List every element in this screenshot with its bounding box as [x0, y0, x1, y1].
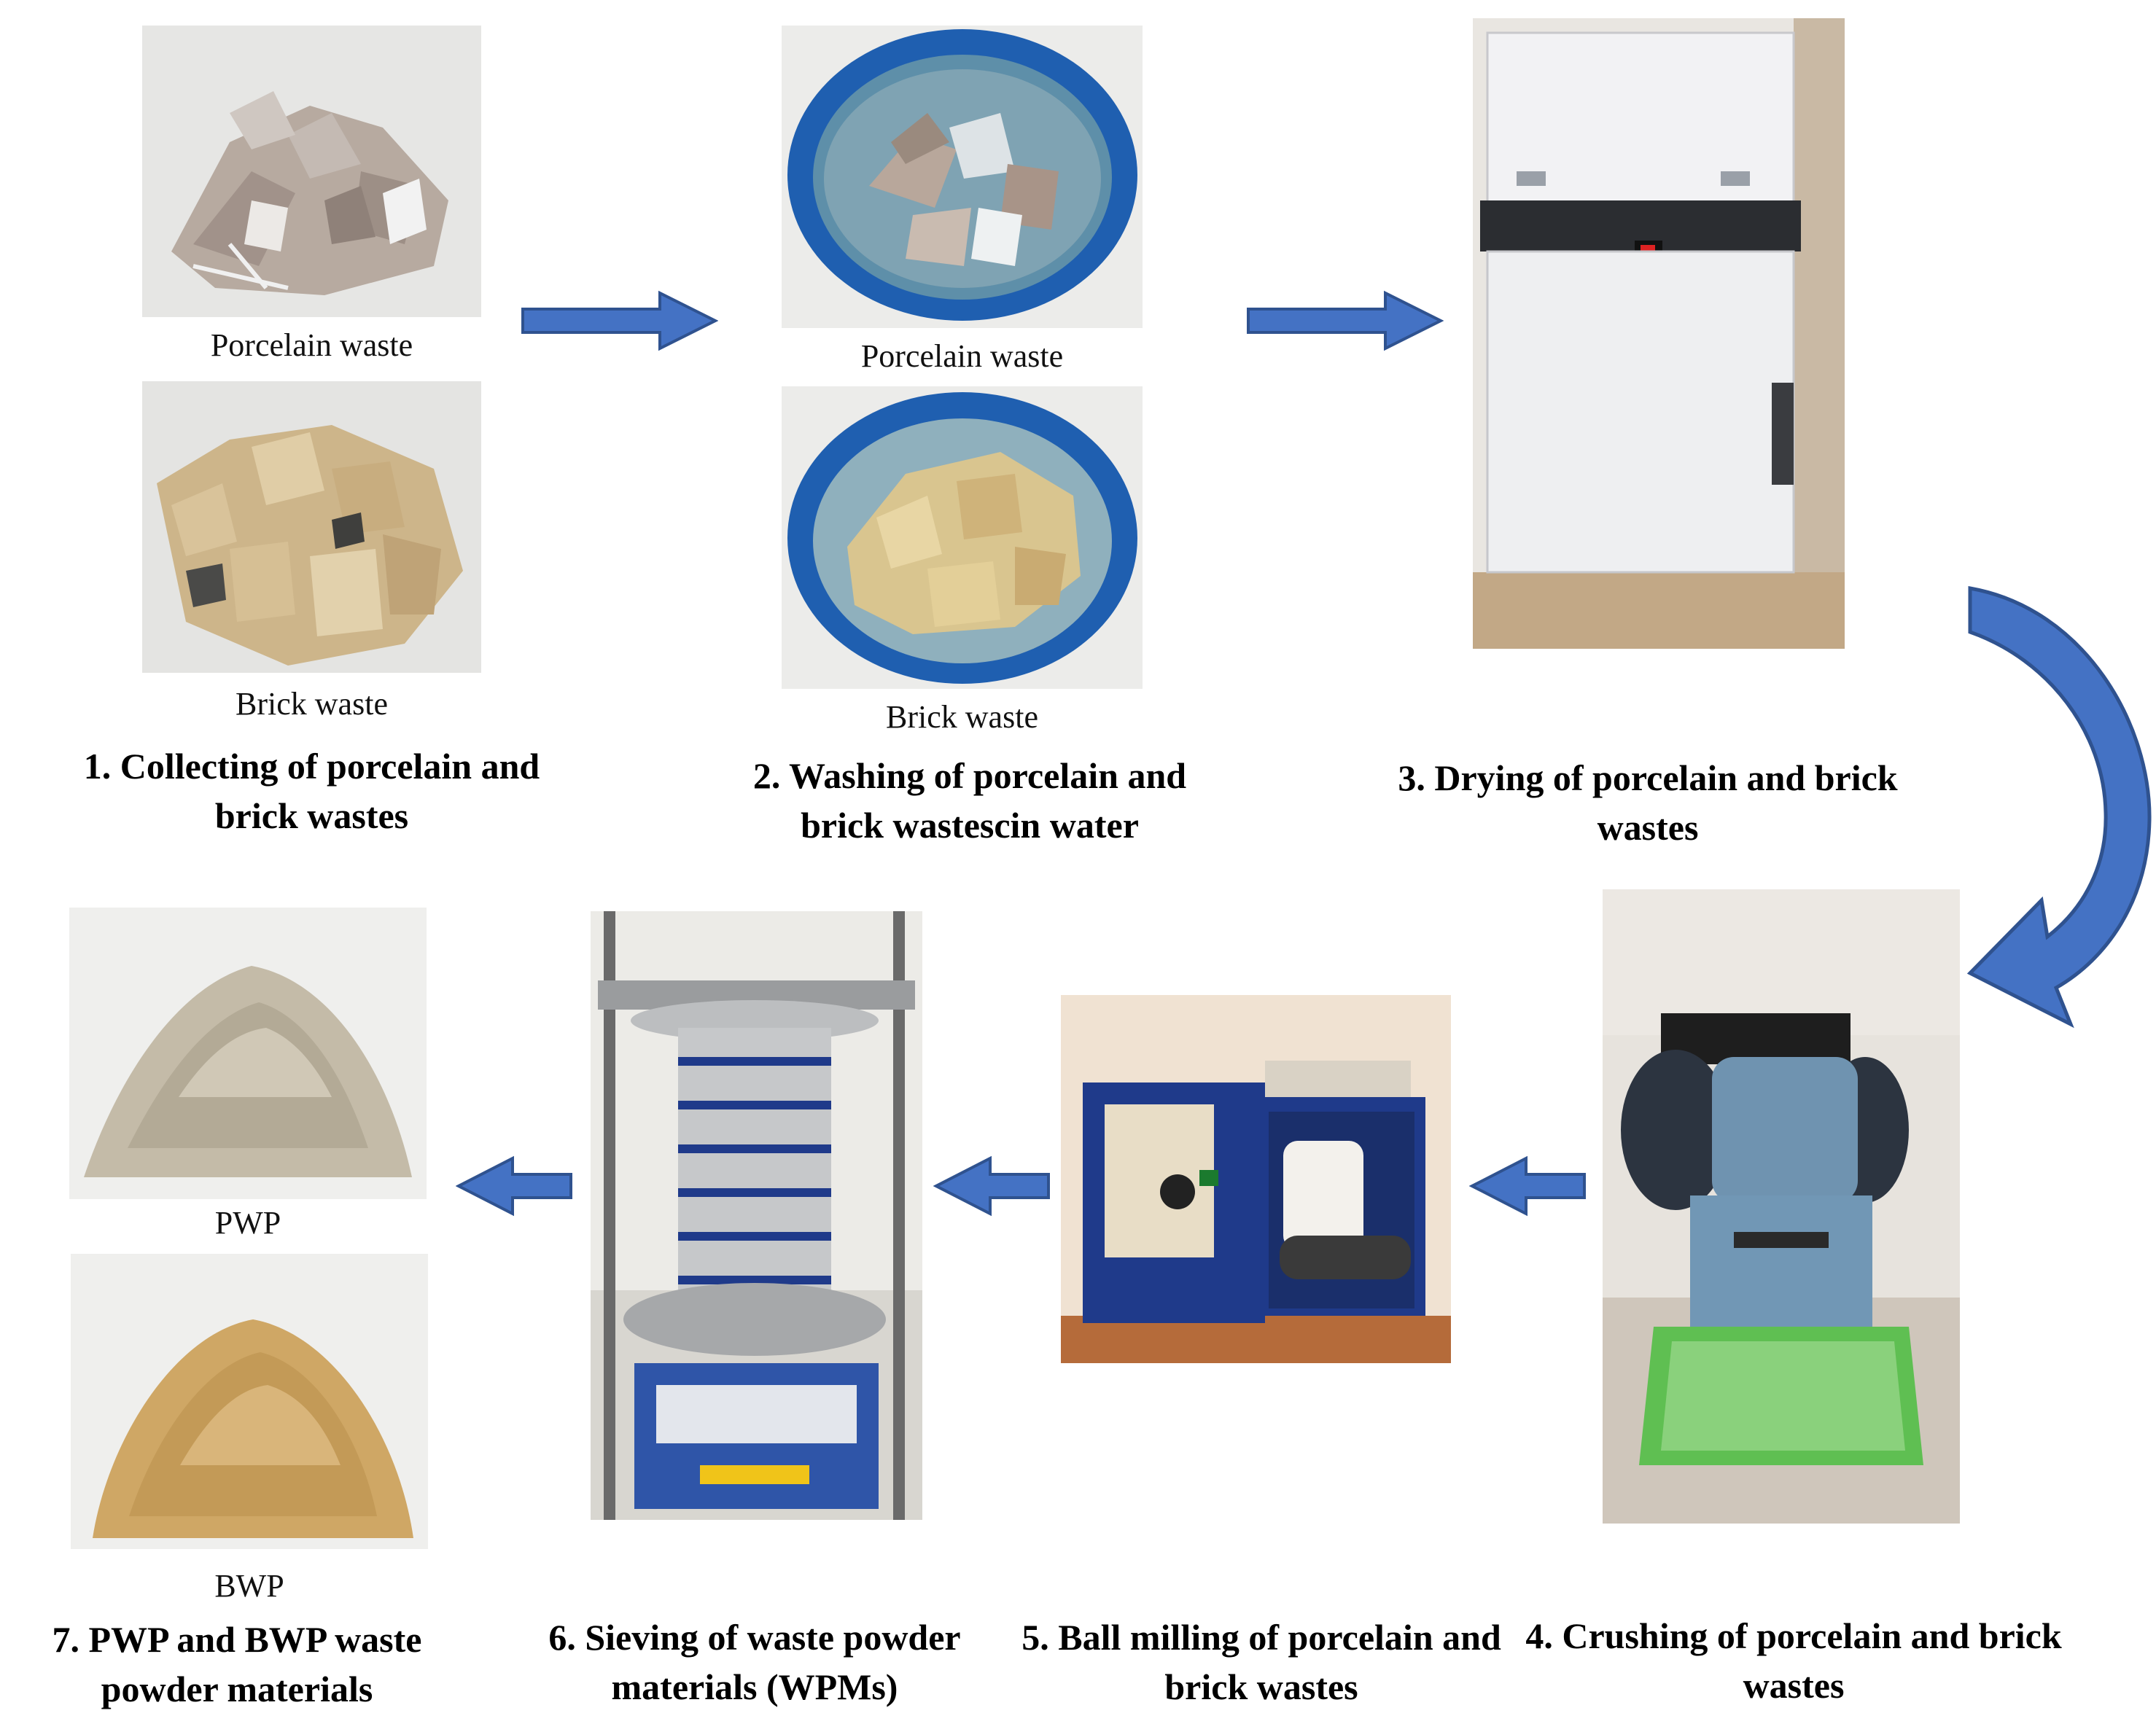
brick-waste-caption-1: Brick waste [236, 686, 388, 722]
sieve-shaker-photo [591, 911, 922, 1520]
step-3-label: 3. Drying of porcelain and brick wastes [1398, 757, 1898, 848]
pwp-powder-photo [69, 908, 427, 1199]
step-6-label: 6. Sieving of waste powder materials (WP… [548, 1617, 961, 1707]
porcelain-waste-caption-2: Porcelain waste [860, 338, 1064, 374]
arrow-curved-down [1961, 580, 2156, 1039]
jaw-crusher-photo [1603, 889, 1960, 1524]
arrow-right-1 [521, 290, 718, 351]
porcelain-waste-pile-photo [142, 26, 481, 317]
ball-mill-photo [1061, 995, 1451, 1363]
brick-waste-pile-photo [142, 381, 481, 673]
washing-porcelain-basin-photo [782, 26, 1143, 328]
step-5-label: 5. Ball milling of porcelain and brick w… [1021, 1617, 1501, 1707]
brick-waste-caption-2: Brick waste [886, 699, 1038, 735]
pwp-caption: PWP [214, 1205, 281, 1241]
step-4-label: 4. Crushing of porcelain and brick waste… [1525, 1615, 2062, 1706]
arrow-right-2 [1247, 290, 1444, 351]
arrow-left-1 [1469, 1155, 1586, 1217]
step-7-label: 7. PWP and BWP waste powder materials [52, 1619, 422, 1709]
porcelain-waste-caption-1: Porcelain waste [210, 327, 413, 363]
step-2-label: 2. Washing of porcelain and brick wastes… [752, 755, 1187, 846]
arrow-left-3 [456, 1155, 572, 1217]
drying-oven-photo [1473, 18, 1845, 649]
step-1-label: 1. Collecting of porcelain and brick was… [83, 746, 540, 836]
arrow-left-2 [933, 1155, 1050, 1217]
bwp-caption: BWP [214, 1568, 284, 1604]
bwp-powder-photo [71, 1254, 428, 1549]
washing-brick-basin-photo [782, 386, 1143, 689]
